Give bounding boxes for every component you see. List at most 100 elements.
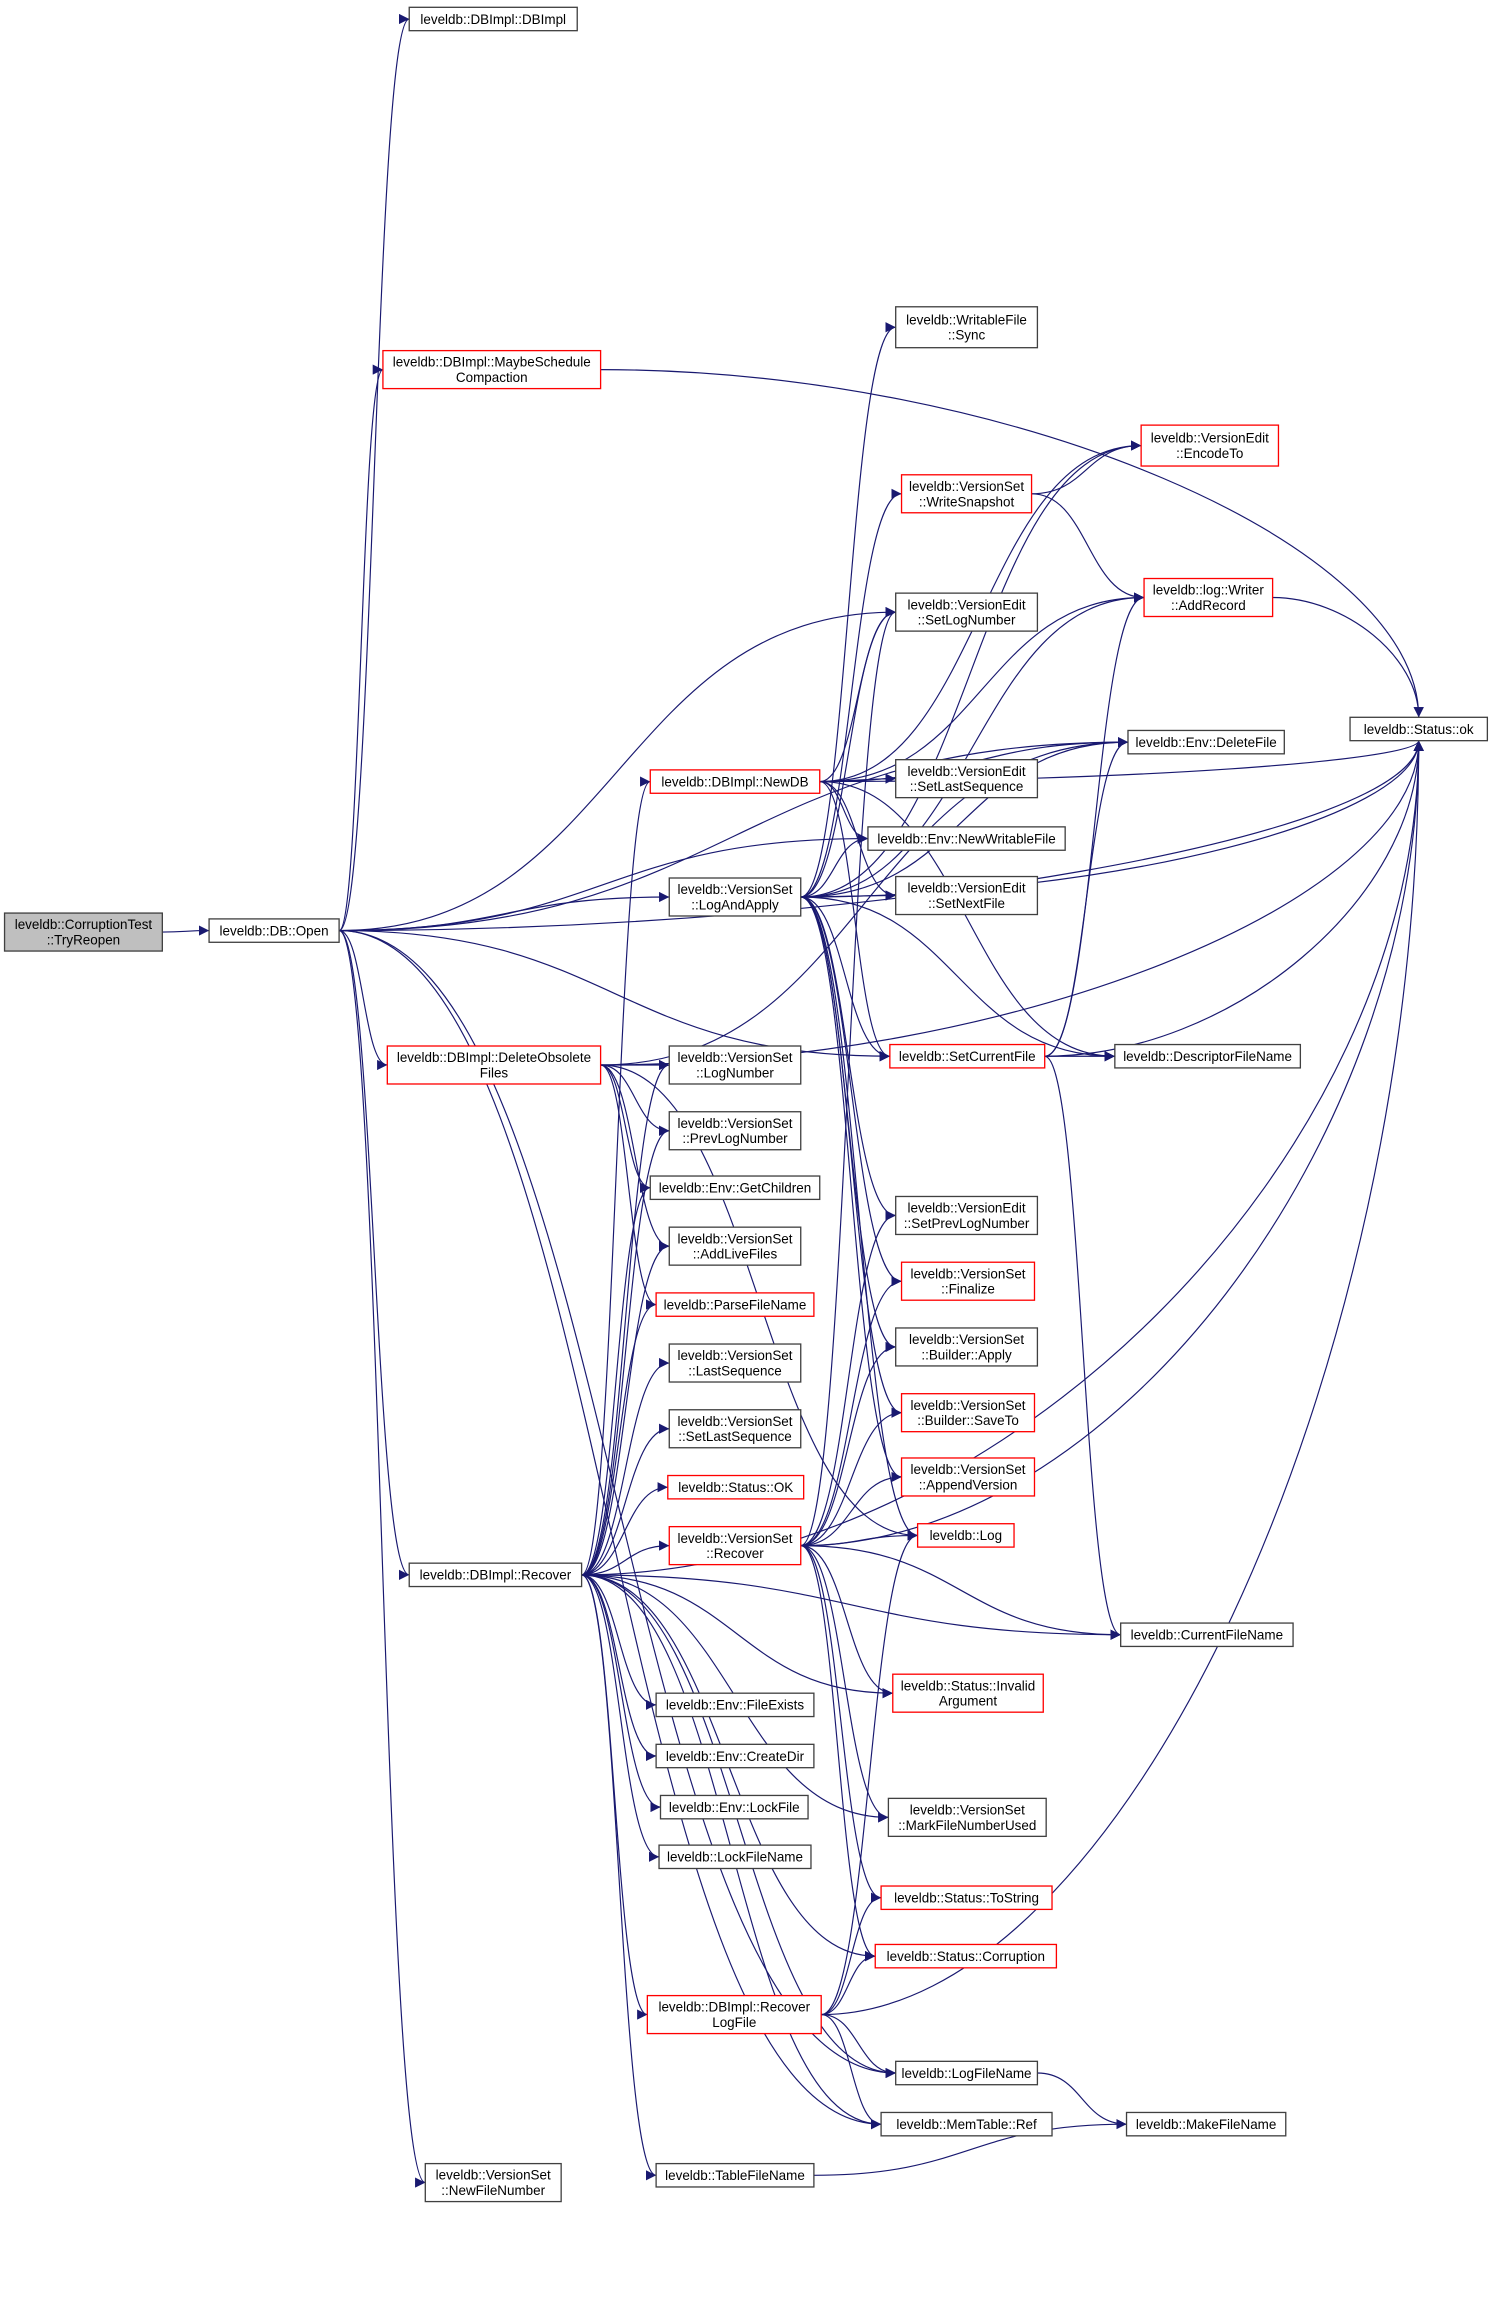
node-addrecord[interactable]: leveldb::log::Writer::AddRecord: [1143, 577, 1274, 618]
node-label: leveldb::Env::FileExists: [666, 1698, 804, 1713]
node-box: [874, 1943, 1058, 1969]
node-addlivefiles[interactable]: leveldb::VersionSet::AddLiveFiles: [668, 1226, 802, 1266]
node-setcurrentfile[interactable]: leveldb::SetCurrentFile: [889, 1043, 1046, 1069]
call-edge-vs_recover-to-invalidarg: [800, 1545, 893, 1699]
node-log[interactable]: leveldb::Log: [916, 1523, 1015, 1548]
node-label: leveldb::VersionSet: [910, 1462, 1025, 1477]
node-finalize[interactable]: leveldb::VersionSet::Finalize: [900, 1261, 1036, 1301]
call-edge-recover-to-status_ok: [581, 740, 1424, 1576]
node-label: leveldb::VersionSet: [909, 479, 1024, 494]
node-label: leveldb::DBImpl::Recover: [658, 2000, 810, 2015]
call-edge-recover-to-vs_setlastseq: [581, 1423, 670, 1576]
node-label: ::LogNumber: [696, 1065, 774, 1080]
call-edge-open-to-logandapply: [339, 891, 670, 932]
call-edge-logandapply-to-deletefile: [800, 737, 1128, 898]
node-box: [867, 826, 1066, 851]
node-label: leveldb::WritableFile: [906, 312, 1027, 327]
node-memtableref[interactable]: leveldb::MemTable::Ref: [880, 2111, 1053, 2137]
call-edge-logandapply-to-descriptorfilename: [800, 896, 1115, 1062]
node-getchildren[interactable]: leveldb::Env::GetChildren: [649, 1175, 821, 1201]
node-box: [1127, 729, 1285, 755]
node-setprevlognumber[interactable]: leveldb::VersionEdit::SetPrevLogNumber: [895, 1195, 1039, 1236]
node-deletefile[interactable]: leveldb::Env::DeleteFile: [1127, 729, 1285, 755]
node-logfilename[interactable]: leveldb::LogFileName: [895, 2060, 1039, 2086]
node-box: [895, 306, 1039, 349]
node-parsefilename[interactable]: leveldb::ParseFileName: [655, 1292, 815, 1317]
node-status_OK[interactable]: leveldb::Status::OK: [667, 1474, 805, 1500]
node-appendversion[interactable]: leveldb::VersionSet::AppendVersion: [900, 1457, 1036, 1497]
node-label: Files: [480, 1065, 509, 1080]
node-builderapply[interactable]: leveldb::VersionSet::Builder::Apply: [895, 1327, 1039, 1367]
node-recover[interactable]: leveldb::DBImpl::Recover: [408, 1562, 583, 1588]
node-dbimpl[interactable]: leveldb::DBImpl::DBImpl: [408, 6, 578, 32]
node-label: leveldb::CurrentFileName: [1131, 1628, 1283, 1643]
call-edge-recover-to-status_OK: [581, 1482, 668, 1576]
node-lockfile[interactable]: leveldb::Env::LockFile: [659, 1794, 809, 1820]
node-open[interactable]: leveldb::DB::Open: [208, 918, 340, 943]
node-newwritablefile[interactable]: leveldb::Env::NewWritableFile: [867, 826, 1066, 851]
node-label: ::Recover: [706, 1546, 764, 1561]
node-label: leveldb::VersionEdit: [908, 881, 1026, 896]
call-edge-open-to-maybesched: [338, 364, 384, 932]
node-setnextfile[interactable]: leveldb::VersionEdit::SetNextFile: [895, 875, 1039, 916]
node-tryreopen[interactable]: leveldb::CorruptionTest::TryReopen: [3, 912, 163, 952]
node-setlognumber[interactable]: leveldb::VersionEdit::SetLogNumber: [895, 592, 1039, 632]
node-status_ok[interactable]: leveldb::Status::ok: [1349, 716, 1489, 742]
call-edge-recoverlogfile-to-corruption: [821, 1951, 876, 2016]
node-currentfilename[interactable]: leveldb::CurrentFileName: [1120, 1622, 1294, 1648]
call-edge-recover-to-invalidarg: [581, 1574, 893, 1699]
node-logandapply[interactable]: leveldb::VersionSet::LogAndApply: [668, 877, 802, 917]
call-edge-logandapply-to-appendversion: [800, 896, 902, 1482]
node-box: [408, 1562, 583, 1588]
node-ve_setlastseq[interactable]: leveldb::VersionEdit::SetLastSequence: [895, 759, 1039, 799]
node-box: [382, 349, 602, 390]
node-writesnapshot[interactable]: leveldb::VersionSet::WriteSnapshot: [900, 474, 1033, 514]
node-label: leveldb::Env::LockFile: [669, 1800, 800, 1815]
node-lastsequence[interactable]: leveldb::VersionSet::LastSequence: [668, 1343, 802, 1383]
call-edge-recover-to-parsefilename: [581, 1299, 657, 1576]
node-newfilenum[interactable]: leveldb::VersionSet::NewFileNumber: [424, 2162, 562, 2203]
node-box: [900, 1393, 1036, 1433]
node-buildersaveto[interactable]: leveldb::VersionSet::Builder::SaveTo: [900, 1393, 1036, 1433]
node-makefilename[interactable]: leveldb::MakeFileName: [1125, 2111, 1287, 2137]
node-descriptorfilename[interactable]: leveldb::DescriptorFileName: [1114, 1043, 1302, 1069]
node-box: [900, 1457, 1036, 1497]
node-sync[interactable]: leveldb::WritableFile::Sync: [895, 306, 1039, 349]
node-tablefilename[interactable]: leveldb::TableFileName: [655, 2162, 815, 2188]
node-vs_setlastseq[interactable]: leveldb::VersionSet::SetLastSequence: [668, 1409, 802, 1449]
node-label: leveldb::Status::Invalid: [901, 1678, 1035, 1693]
node-label: leveldb::Status::Corruption: [887, 1949, 1045, 1964]
call-edge-open-to-newfilenum: [338, 930, 426, 2188]
node-box: [916, 1523, 1015, 1548]
node-markfilenumused[interactable]: leveldb::VersionSet::MarkFileNumberUsed: [887, 1797, 1047, 1838]
node-box: [1140, 424, 1280, 467]
call-edge-recover-to-prevlognumber: [581, 1125, 670, 1576]
call-edge-recover-to-lockfilename: [581, 1574, 660, 1862]
node-box: [667, 1474, 805, 1500]
node-corruption[interactable]: leveldb::Status::Corruption: [874, 1943, 1058, 1969]
node-lognumber[interactable]: leveldb::VersionSet::LogNumber: [668, 1045, 802, 1085]
call-edge-logandapply-to-log: [800, 896, 918, 1541]
node-fileexists[interactable]: leveldb::Env::FileExists: [655, 1692, 815, 1718]
node-newdb[interactable]: leveldb::DBImpl::NewDB: [649, 769, 821, 794]
node-encodeto[interactable]: leveldb::VersionEdit::EncodeTo: [1140, 424, 1280, 467]
node-box: [655, 1692, 815, 1718]
node-box: [1114, 1043, 1302, 1069]
node-label: ::NewFileNumber: [441, 2183, 545, 2198]
call-edge-recover-to-lognumber: [581, 1060, 670, 1576]
call-edge-open-to-memtableref: [339, 930, 882, 2130]
node-createdir[interactable]: leveldb::Env::CreateDir: [655, 1743, 815, 1769]
node-label: ::AppendVersion: [919, 1477, 1018, 1492]
node-vs_recover[interactable]: leveldb::VersionSet::Recover: [668, 1525, 802, 1566]
node-prevlognumber[interactable]: leveldb::VersionSet::PrevLogNumber: [668, 1111, 802, 1151]
node-tostring[interactable]: leveldb::Status::ToString: [880, 1885, 1053, 1911]
call-edge-logandapply-to-sync: [800, 322, 896, 898]
node-lockfilename[interactable]: leveldb::LockFileName: [658, 1844, 812, 1870]
node-label: leveldb::VersionSet: [909, 1332, 1024, 1347]
node-label: leveldb::Status::OK: [678, 1480, 793, 1495]
